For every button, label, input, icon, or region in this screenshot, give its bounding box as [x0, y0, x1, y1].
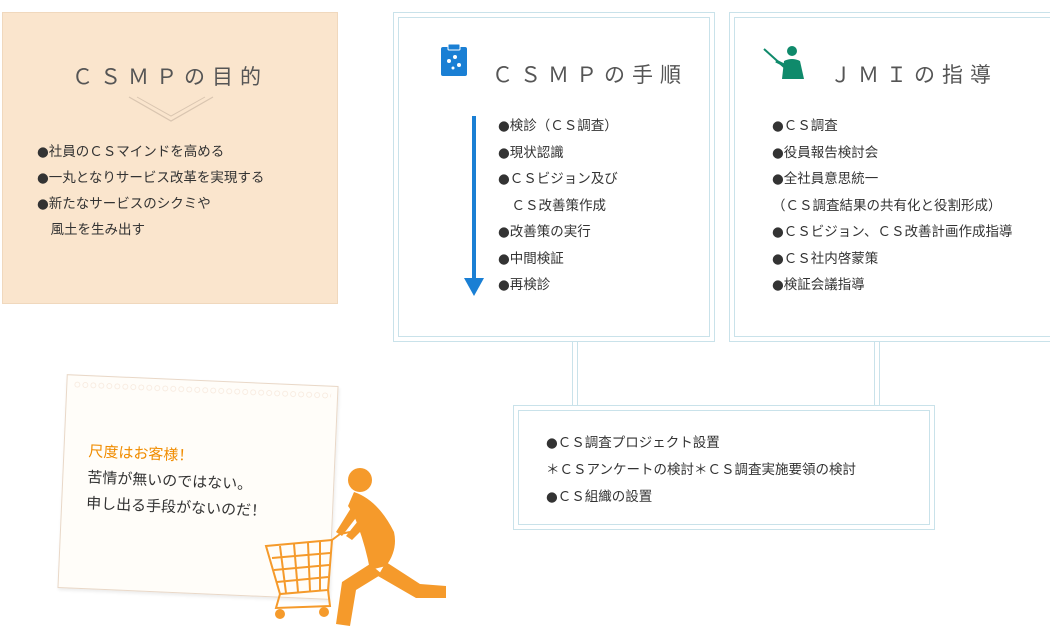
list-item: ●全社員意思統一 — [772, 171, 879, 187]
shopper-cart-illustration — [264, 468, 446, 626]
jmi-panel: ＪＭＩの指導 ●ＣＳ調査 ●役員報告検討会 ●全社員意思統一 （ＣＳ調査結果の共… — [729, 12, 1050, 342]
list-item: ●新たなサービスのシクミや — [37, 196, 211, 212]
list-item: ●検証会議指導 — [772, 277, 865, 293]
list-item: ●社員のＣＳマインドを高める — [37, 144, 225, 160]
procedure-panel: ＣＳＭＰの手順 ●検診（ＣＳ調査） ●現状認識 ●ＣＳビジョン及び ＣＳ改善策作… — [393, 12, 715, 342]
jmi-list: ●ＣＳ調査 ●役員報告検討会 ●全社員意思統一 （ＣＳ調査結果の共有化と役割形成… — [772, 113, 1012, 299]
list-item: ●ＣＳビジョン、ＣＳ改善計画作成指導 — [772, 224, 1013, 240]
clipboard-icon — [441, 43, 467, 76]
connector-line — [572, 342, 573, 405]
connector-line — [874, 342, 875, 405]
result-list: ●ＣＳ調査プロジェクト設置 ＊ＣＳアンケートの検討＊ＣＳ調査実施要領の検討 ●Ｃ… — [546, 430, 856, 511]
result-panel: ●ＣＳ調査プロジェクト設置 ＊ＣＳアンケートの検討＊ＣＳ調査実施要領の検討 ●Ｃ… — [513, 405, 935, 530]
list-item: ●ＣＳ調査プロジェクト設置 — [546, 435, 720, 451]
list-item: ●ＣＳ調査 — [772, 118, 838, 134]
list-item: ●ＣＳ社内啓蒙策 — [772, 250, 879, 267]
list-item: 風土を生み出す — [37, 222, 145, 238]
jmi-title: ＪＭＩの指導 — [830, 63, 998, 87]
list-item: ●再検診 — [498, 277, 551, 293]
purpose-list: ●社員のＣＳマインドを高める ●一丸となりサービス改革を実現する ●新たなサービ… — [37, 139, 264, 243]
card-lace-edge — [73, 380, 332, 400]
purpose-title: ＣＳＭＰの目的 — [72, 65, 268, 89]
list-item: ●改善策の実行 — [498, 224, 591, 240]
list-item: （ＣＳ調査結果の共有化と役割形成） — [772, 197, 1002, 214]
connector-line — [879, 342, 880, 405]
procedure-list: ●検診（ＣＳ調査） ●現状認識 ●ＣＳビジョン及び ＣＳ改善策作成 ●改善策の実… — [498, 113, 618, 299]
list-item: ●現状認識 — [498, 144, 564, 161]
arrow-down-icon — [464, 116, 484, 296]
purpose-panel: ＣＳＭＰの目的 ●社員のＣＳマインドを高める ●一丸となりサービス改革を実現する… — [2, 12, 338, 304]
list-item: ＊ＣＳアンケートの検討＊ＣＳ調査実施要領の検討 — [546, 462, 856, 478]
list-item: ●ＣＳビジョン及び — [498, 171, 618, 187]
list-item: ●ＣＳ組織の設置 — [546, 489, 653, 505]
list-item: ●中間検証 — [498, 250, 564, 267]
presenter-icon — [763, 46, 804, 79]
procedure-title: ＣＳＭＰの手順 — [492, 63, 688, 87]
list-item: ●一丸となりサービス改革を実現する — [37, 170, 265, 186]
chevron-down-icon — [128, 96, 214, 122]
connector-line — [577, 342, 578, 405]
list-item: ●役員報告検討会 — [772, 144, 879, 161]
list-item: ＣＳ改善策作成 — [498, 197, 606, 214]
list-item: ●検診（ＣＳ調査） — [498, 118, 618, 134]
